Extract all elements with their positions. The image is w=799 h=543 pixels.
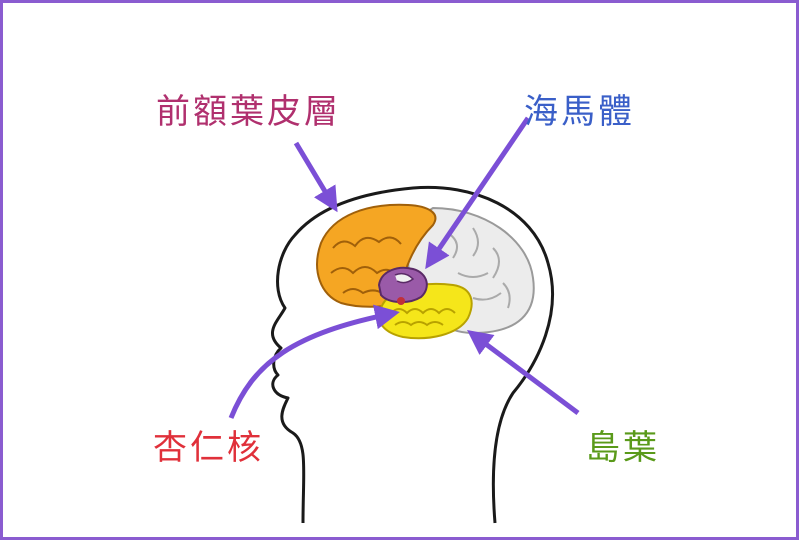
arrow-amygdala xyxy=(228,304,400,419)
label-hippocampus: 海馬體 xyxy=(524,92,635,132)
label-prefrontal-cortex: 前額葉皮層 xyxy=(156,92,341,132)
amygdala-region xyxy=(397,297,405,305)
hippocampus-region xyxy=(377,266,428,303)
label-insula: 島葉 xyxy=(586,428,660,468)
arrow-hippocampus xyxy=(425,116,531,270)
head-outline xyxy=(271,185,554,524)
arrow-prefrontal xyxy=(293,141,338,213)
brain-diagram xyxy=(228,116,580,524)
prefrontal-cortex-region xyxy=(316,203,437,308)
label-amygdala: 杏仁核 xyxy=(153,428,264,468)
arrow-insula xyxy=(466,330,580,416)
